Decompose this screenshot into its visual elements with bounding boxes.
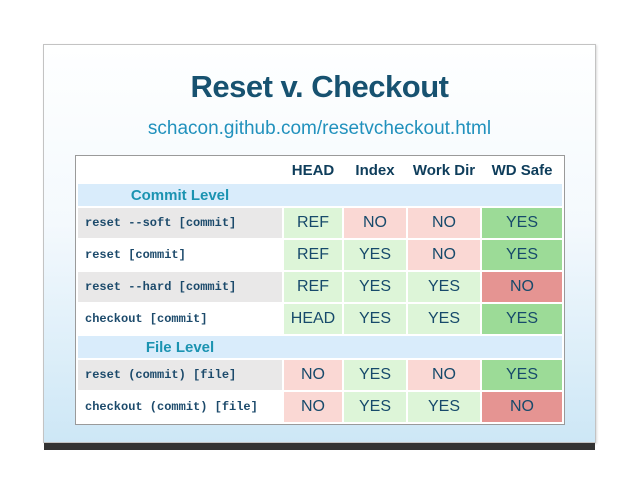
command-cell: checkout (commit) [file] — [78, 392, 282, 422]
value-cell-index: YES — [344, 392, 406, 422]
value-cell-wdsafe: YES — [482, 208, 562, 238]
table-row: reset --hard [commit] REF YES YES NO — [78, 272, 562, 302]
command-cell: reset --soft [commit] — [78, 208, 282, 238]
table-header-row: HEAD Index Work Dir WD Safe — [78, 158, 562, 182]
section-row-commit-level: Commit Level — [78, 184, 562, 206]
value-cell-wdsafe: YES — [482, 304, 562, 334]
section-label: File Level — [145, 338, 215, 356]
section-row-file-level: File Level — [78, 336, 562, 358]
value-cell-head: NO — [284, 360, 342, 390]
reset-vs-checkout-table: HEAD Index Work Dir WD Safe Commit Level… — [75, 155, 565, 425]
table-row: checkout (commit) [file] NO YES YES NO — [78, 392, 562, 422]
value-cell-index: YES — [344, 240, 406, 270]
value-cell-index: YES — [344, 304, 406, 334]
command-cell: checkout [commit] — [78, 304, 282, 334]
value-cell-workdir: NO — [408, 208, 480, 238]
value-cell-head: REF — [284, 208, 342, 238]
value-cell-workdir: YES — [408, 304, 480, 334]
command-cell: reset [commit] — [78, 240, 282, 270]
table-row: reset (commit) [file] NO YES NO YES — [78, 360, 562, 390]
value-cell-wdsafe: NO — [482, 272, 562, 302]
column-header-workdir: Work Dir — [408, 158, 480, 182]
value-cell-head: NO — [284, 392, 342, 422]
value-cell-workdir: NO — [408, 360, 480, 390]
section-label: Commit Level — [130, 186, 230, 204]
slide-bottom-bar — [44, 443, 595, 450]
value-cell-head: HEAD — [284, 304, 342, 334]
value-cell-wdsafe: YES — [482, 360, 562, 390]
slide: Reset v. Checkout schacon.github.com/res… — [43, 44, 596, 443]
value-cell-workdir: YES — [408, 392, 480, 422]
command-cell: reset (commit) [file] — [78, 360, 282, 390]
value-cell-wdsafe: NO — [482, 392, 562, 422]
table-row: checkout [commit] HEAD YES YES YES — [78, 304, 562, 334]
table-row: reset --soft [commit] REF NO NO YES — [78, 208, 562, 238]
column-header-wdsafe: WD Safe — [482, 158, 562, 182]
value-cell-index: YES — [344, 272, 406, 302]
value-cell-head: REF — [284, 240, 342, 270]
value-cell-index: YES — [344, 360, 406, 390]
column-header-index: Index — [344, 158, 406, 182]
slide-subtitle-url: schacon.github.com/resetvcheckout.html — [147, 118, 492, 139]
column-header-head: HEAD — [284, 158, 342, 182]
value-cell-index: NO — [344, 208, 406, 238]
value-cell-workdir: NO — [408, 240, 480, 270]
table-row: reset [commit] REF YES NO YES — [78, 240, 562, 270]
header-empty-cell — [78, 158, 282, 182]
value-cell-wdsafe: YES — [482, 240, 562, 270]
command-cell: reset --hard [commit] — [78, 272, 282, 302]
value-cell-workdir: YES — [408, 272, 480, 302]
slide-title: Reset v. Checkout — [190, 69, 449, 104]
value-cell-head: REF — [284, 272, 342, 302]
